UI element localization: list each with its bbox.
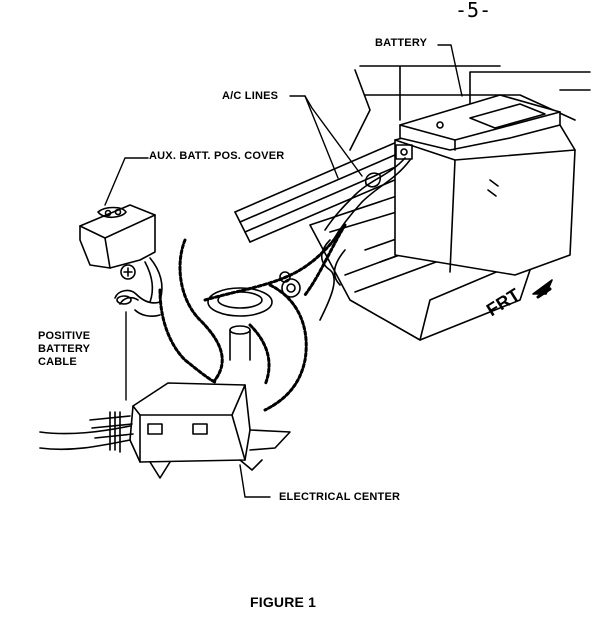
label-ac-lines: A/C LINES: [222, 90, 279, 102]
label-battery: BATTERY: [375, 37, 428, 49]
left-harness: [39, 411, 134, 453]
aux-battery-cover: [79, 204, 163, 303]
front-arrow: [532, 279, 553, 299]
leader-lines: [104, 44, 463, 498]
label-positive-battery-cable: POSITIVE BATTERY CABLE: [38, 330, 90, 369]
label-aux-battery-cover: AUX. BATT. POS. COVER: [149, 150, 285, 162]
junction-block: [207, 271, 301, 361]
label-positive-line-1: POSITIVE: [38, 330, 91, 342]
label-positive-line-3: CABLE: [38, 356, 77, 368]
wiring-harness: [158, 223, 347, 412]
positive-battery-cable: [114, 289, 161, 317]
page-number: -5-: [455, 0, 492, 22]
figure-caption: FIGURE 1: [250, 594, 317, 610]
electrical-center-box: [129, 382, 291, 479]
label-electrical-center: ELECTRICAL CENTER: [279, 491, 401, 503]
label-positive-line-2: BATTERY: [38, 343, 91, 355]
battery-cables: [319, 157, 411, 321]
battery: [394, 94, 576, 276]
